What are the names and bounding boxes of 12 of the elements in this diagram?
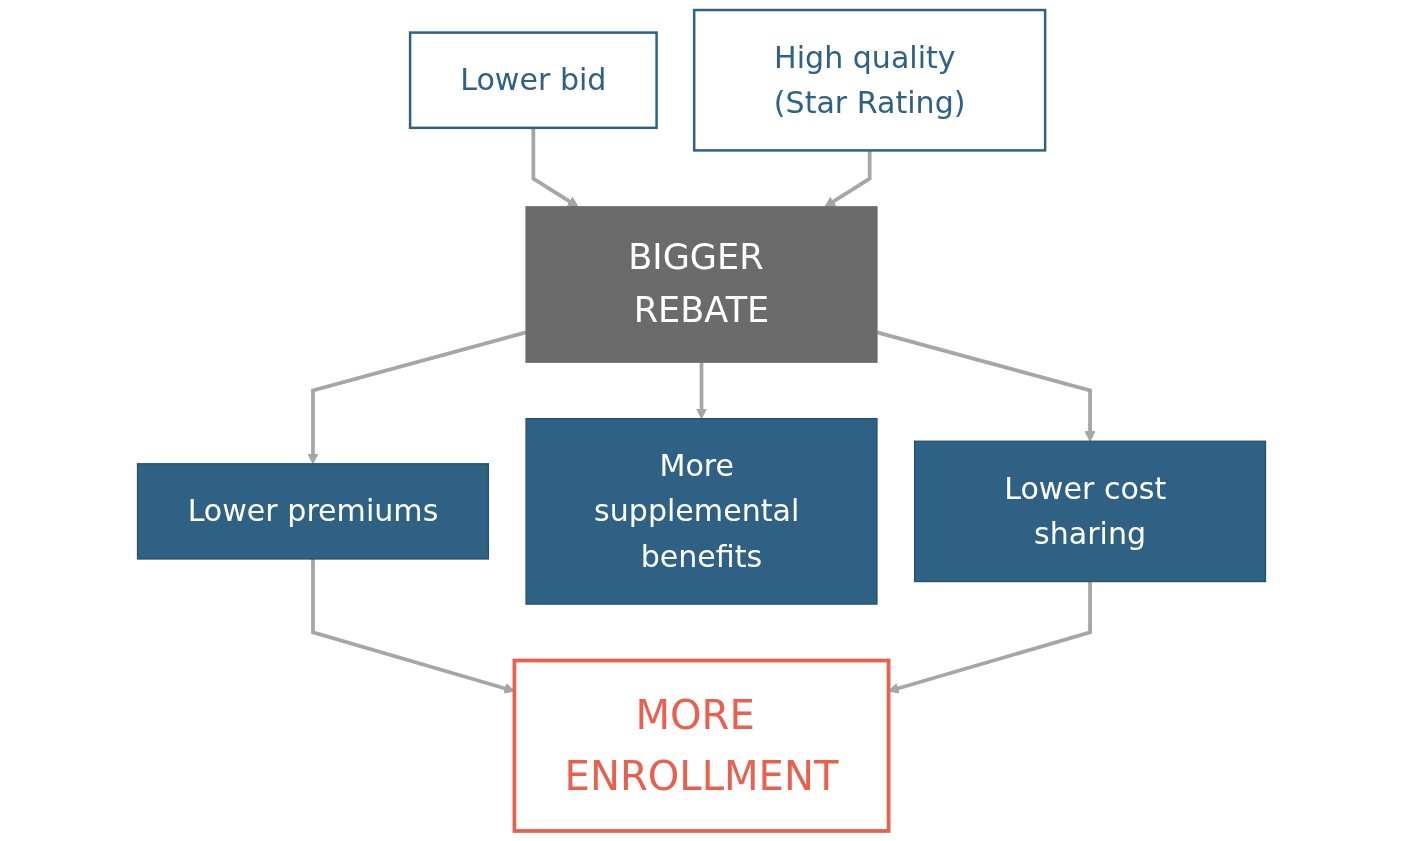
node-box: BIGGER REBATE <box>525 206 878 363</box>
node-box: Lower premiums <box>136 463 490 560</box>
arrow <box>307 330 527 465</box>
arrow <box>696 362 707 420</box>
arrow <box>824 150 872 208</box>
node-box: High quality (Star Rating) <box>692 8 1047 152</box>
node-box: MORE ENROLLMENT <box>512 658 891 833</box>
arrow <box>876 330 1096 442</box>
node-box: Lower cost sharing <box>913 440 1267 583</box>
node-box: More supplemental benefits <box>525 418 878 605</box>
node-box: Lower bid <box>408 31 658 130</box>
arrow <box>531 127 579 208</box>
